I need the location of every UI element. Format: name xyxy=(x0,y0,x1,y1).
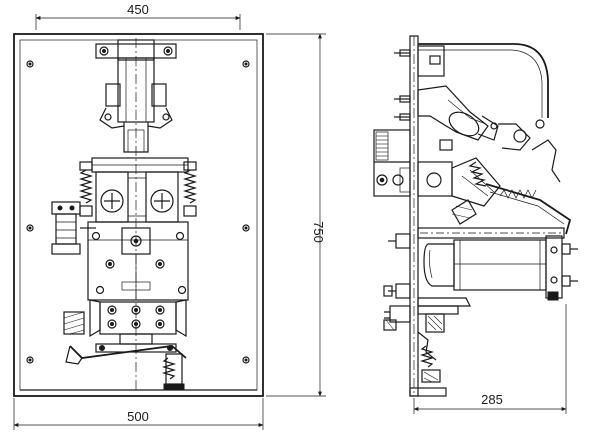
lower-terminal-block xyxy=(89,299,187,345)
left-lower-bracket xyxy=(63,311,85,335)
side-view xyxy=(373,35,578,397)
dimension-bottom-label: 500 xyxy=(127,409,149,424)
bottom-linkage xyxy=(65,343,187,391)
side-contact-arm xyxy=(417,85,561,183)
contact-housing xyxy=(91,157,189,223)
dimension-depth: 285 xyxy=(413,304,567,414)
dimension-top: 450 xyxy=(35,2,241,30)
side-lower-bracket xyxy=(383,297,471,383)
side-mechanism xyxy=(417,157,572,235)
contact-arm xyxy=(99,57,173,153)
front-view xyxy=(13,33,264,397)
mounting-holes xyxy=(26,60,250,364)
side-coil xyxy=(417,227,578,301)
mechanism-plate xyxy=(87,221,189,301)
front-panel-outline xyxy=(13,33,264,397)
dimension-bottom: 500 xyxy=(13,398,264,430)
dimension-depth-label: 285 xyxy=(481,392,503,407)
side-top-bracket xyxy=(394,45,445,121)
side-left-studs xyxy=(383,233,411,299)
springs xyxy=(78,161,198,217)
top-terminal-block xyxy=(95,39,177,61)
side-base xyxy=(409,387,447,397)
side-terminal-block xyxy=(373,129,411,197)
dimension-height-label: 750 xyxy=(311,221,326,243)
dimension-height: 750 xyxy=(266,33,326,397)
side-coil xyxy=(51,201,96,255)
arc-cover xyxy=(418,43,549,118)
dimension-top-label: 450 xyxy=(127,2,149,17)
